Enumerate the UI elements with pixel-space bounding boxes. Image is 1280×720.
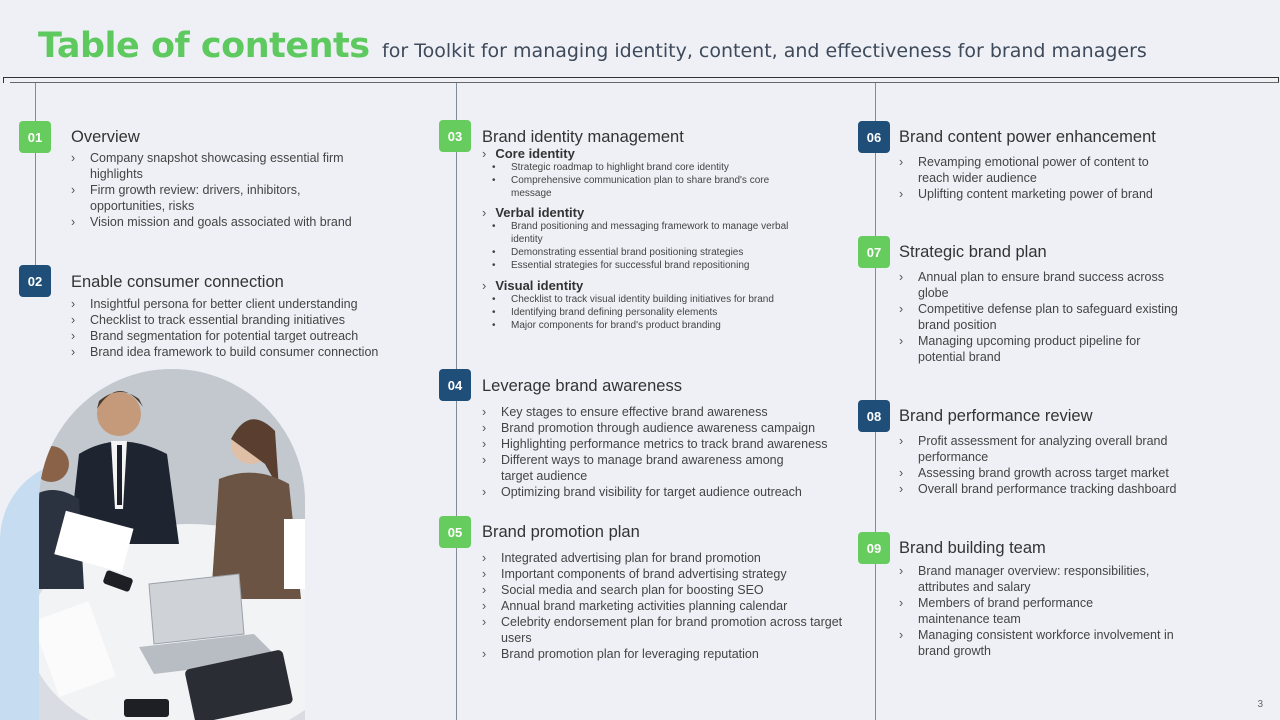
subsection-verbal-identity: ›Verbal identity	[482, 205, 585, 220]
list-item: ›Revamping emotional power of content to…	[899, 155, 1149, 185]
list-item: •Major components for brand's product br…	[492, 320, 721, 331]
section-badge-04: 04	[439, 369, 471, 401]
list-item: •Checklist to track visual identity buil…	[492, 294, 774, 305]
list-item: ›Brand promotion through audience awaren…	[482, 421, 816, 435]
list-item: ›Key stages to ensure effective brand aw…	[482, 405, 768, 419]
list-item: ›Important components of brand advertisi…	[482, 567, 787, 581]
section-badge-01: 01	[19, 121, 51, 153]
list-item: ›Brand segmentation for potential target…	[71, 329, 359, 343]
list-item: ›Firm growth review: drivers, inhibitors…	[71, 183, 301, 213]
list-item: ›Brand idea framework to build consumer …	[71, 345, 379, 359]
list-item: ›Company snapshot showcasing essential f…	[71, 151, 344, 181]
section-title-02: Enable consumer connection	[71, 273, 284, 291]
section-title-08: Brand performance review	[899, 407, 1093, 425]
subsection-core-identity: ›Core identity	[482, 146, 575, 161]
section-badge-07: 07	[858, 236, 890, 268]
section-title-09: Brand building team	[899, 539, 1046, 557]
page-title: Table of contents	[38, 26, 370, 66]
list-item: ›Overall brand performance tracking dash…	[899, 482, 1177, 496]
list-item: •Identifying brand defining personality …	[492, 307, 718, 318]
list-item: ›Highlighting performance metrics to tra…	[482, 437, 828, 451]
list-item: ›Checklist to track essential branding i…	[71, 313, 345, 327]
page-number: 3	[1257, 699, 1263, 710]
list-item: ›Members of brand performance maintenanc…	[899, 596, 1094, 626]
section-list-06: ›Revamping emotional power of content to…	[899, 154, 1179, 202]
section-list-07: ›Annual plan to ensure brand success acr…	[899, 269, 1199, 365]
list-item: ›Social media and search plan for boosti…	[482, 583, 764, 597]
section-list-01: ›Company snapshot showcasing essential f…	[71, 150, 366, 230]
section-title-05: Brand promotion plan	[482, 523, 640, 541]
header: Table of contents for Toolkit for managi…	[38, 26, 1147, 66]
list-item: ›Managing consistent workforce involveme…	[899, 628, 1174, 658]
list-item: •Strategic roadmap to highlight brand co…	[492, 162, 729, 173]
section-list-02: ›Insightful persona for better client un…	[71, 296, 411, 360]
section-list-04: ›Key stages to ensure effective brand aw…	[482, 404, 852, 500]
list-item: ›Assessing brand growth across target ma…	[899, 466, 1169, 480]
list-item: ›Uplifting content marketing power of br…	[899, 187, 1153, 201]
list-item: ›Optimizing brand visibility for target …	[482, 485, 802, 499]
section-badge-03: 03	[439, 120, 471, 152]
verbal-identity-list: •Brand positioning and messaging framewo…	[482, 220, 802, 272]
header-divider-line	[10, 82, 1279, 83]
list-item: •Brand positioning and messaging framewo…	[492, 221, 789, 245]
page-subtitle: for Toolkit for managing identity, conte…	[382, 40, 1147, 62]
section-list-08: ›Profit assessment for analyzing overall…	[899, 433, 1199, 497]
section-badge-02: 02	[19, 265, 51, 297]
section-badge-06: 06	[858, 121, 890, 153]
section-title-06: Brand content power enhancement	[899, 128, 1156, 146]
subsection-visual-identity: ›Visual identity	[482, 278, 584, 293]
column-2-connector	[456, 83, 457, 720]
list-item: ›Insightful persona for better client un…	[71, 297, 358, 311]
list-item: •Demonstrating essential brand positioni…	[492, 247, 744, 258]
core-identity-list: •Strategic roadmap to highlight brand co…	[482, 161, 792, 200]
column-1-connector	[35, 83, 36, 283]
list-item: ›Annual brand marketing activities plann…	[482, 599, 788, 613]
list-item: ›Different ways to manage brand awarenes…	[482, 453, 784, 483]
section-badge-05: 05	[439, 516, 471, 548]
section-title-04: Leverage brand awareness	[482, 377, 682, 395]
section-title-07: Strategic brand plan	[899, 243, 1047, 261]
list-item: ›Brand promotion plan for leveraging rep…	[482, 647, 759, 661]
section-title-03: Brand identity management	[482, 128, 684, 146]
list-item: •Comprehensive communication plan to sha…	[492, 175, 770, 199]
meeting-photo	[39, 369, 305, 720]
list-item: ›Competitive defense plan to safeguard e…	[899, 302, 1178, 332]
section-badge-08: 08	[858, 400, 890, 432]
section-list-09: ›Brand manager overview: responsibilitie…	[899, 563, 1199, 659]
list-item: ›Integrated advertising plan for brand p…	[482, 551, 761, 565]
section-badge-09: 09	[858, 532, 890, 564]
list-item: ›Vision mission and goals associated wit…	[71, 215, 352, 229]
list-item: ›Celebrity endorsement plan for brand pr…	[482, 615, 843, 645]
meeting-illustration	[39, 369, 305, 720]
list-item: ›Profit assessment for analyzing overall…	[899, 434, 1168, 464]
visual-identity-list: •Checklist to track visual identity buil…	[482, 293, 787, 332]
section-list-05: ›Integrated advertising plan for brand p…	[482, 550, 842, 662]
list-item: ›Annual plan to ensure brand success acr…	[899, 270, 1164, 300]
list-item: ›Brand manager overview: responsibilitie…	[899, 564, 1150, 594]
list-item: •Essential strategies for successful bra…	[492, 260, 750, 271]
header-divider	[3, 77, 1279, 83]
section-title-01: Overview	[71, 128, 140, 146]
list-item: ›Managing upcoming product pipeline for …	[899, 334, 1141, 364]
